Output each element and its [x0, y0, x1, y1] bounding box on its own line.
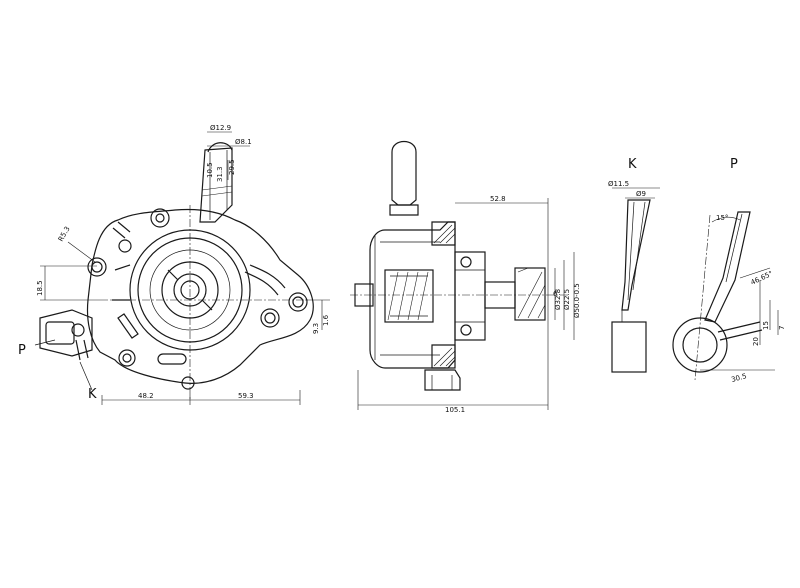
dim-d-tube-inner: Ø8.1 [235, 138, 252, 146]
dim-p-h-15: 15 [762, 321, 770, 330]
front-view: Ø12.9 Ø8.1 10.5 31.3 29.5 R5.3 18.5 48.2… [18, 124, 330, 405]
dim-p-h-20: 20 [752, 337, 760, 346]
dim-w-52-8: 52.8 [490, 195, 506, 203]
detail-k: K Ø11.5 Ø9 [608, 157, 660, 373]
dim-w-59-3: 59.3 [238, 392, 254, 400]
dim-d-shaft: Ø32.8 [554, 289, 562, 310]
dim-spline-n: 6 [553, 290, 558, 298]
label-left-p: P [18, 343, 26, 358]
dim-k-d-11-5: Ø11.5 [608, 180, 629, 188]
dim-p-len-30-5: 30.5 [730, 372, 747, 384]
dim-w-48-2: 48.2 [138, 392, 154, 400]
dim-tube-h3: 29.5 [228, 159, 236, 175]
dim-p-angle-46: 46.65° [749, 270, 774, 287]
section-hatch [431, 221, 456, 369]
dim-h-1-6: 1.6 [322, 314, 330, 326]
dim-d-spline: Ø22.5 [563, 289, 571, 310]
label-left-k: K [88, 387, 97, 402]
dim-p-h-7: 7 [778, 326, 786, 330]
dim-radius: R5.3 [57, 225, 72, 243]
dim-tube-h2: 31.3 [216, 166, 224, 182]
dim-h-18-5: 18.5 [36, 280, 44, 296]
dim-h-9-3: 9.3 [312, 323, 320, 334]
dim-k-d-9: Ø9 [636, 190, 646, 198]
dim-d-tube-outer: Ø12.9 [210, 124, 231, 132]
dim-p-angle-15: 15° [716, 214, 728, 222]
label-right-p: P [730, 157, 738, 172]
dim-tube-h1: 10.5 [206, 162, 214, 178]
dim-d-flange: Ø50.0-0.5 [573, 283, 581, 318]
dim-w-105-1: 105.1 [445, 406, 465, 414]
detail-p: P 15° 46.65° 30.5 20 15 7 [672, 157, 786, 384]
label-right-k: K [628, 157, 637, 172]
side-view: 52.8 105.1 Ø32.8 Ø22.5 Ø50.0-0.5 6 [350, 140, 581, 414]
